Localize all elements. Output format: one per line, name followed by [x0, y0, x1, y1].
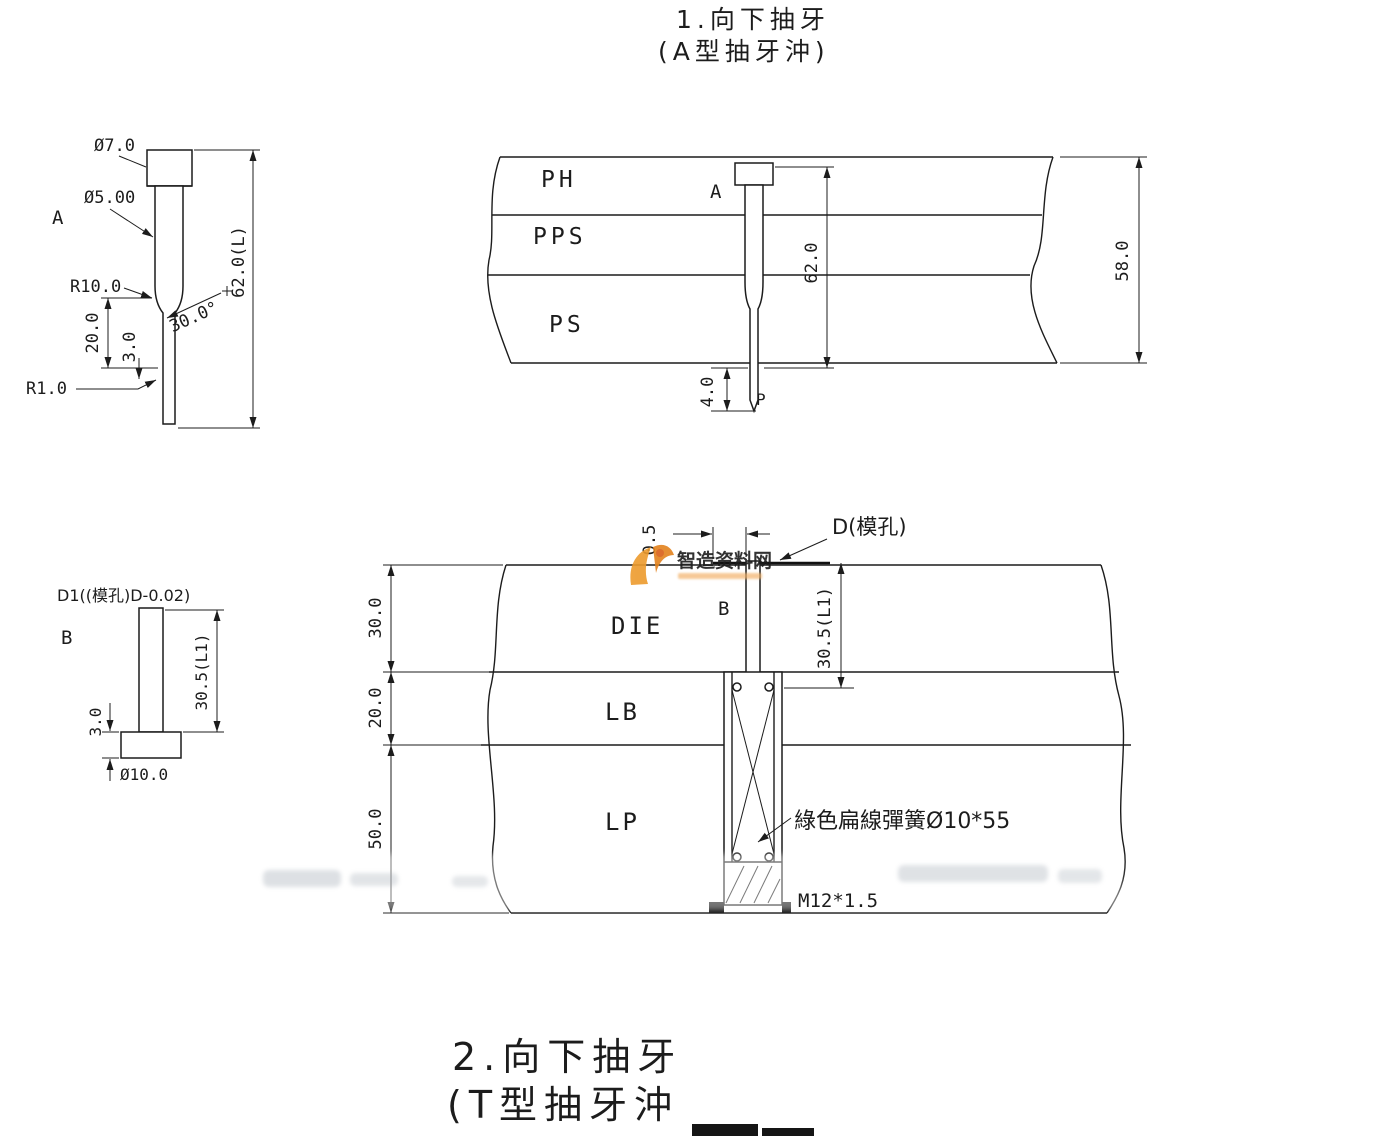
tip-p-label: P: [756, 390, 766, 409]
dim-shaft-dia-label: Ø5.00: [84, 188, 135, 208]
assembly-a: PH A PPS PS 62.0 4.0 P 58.0: [487, 156, 1147, 414]
dim-die-label: 30.0: [366, 598, 386, 639]
die-hole-note: D(模孔): [832, 515, 907, 539]
faded-watermark-band: [250, 854, 1122, 910]
section2-title: 2.向下抽牙 (T型抽牙沖: [447, 1035, 682, 1127]
assembly-a-right-break: [1030, 156, 1058, 364]
dim-b-flange-label: 3.0: [86, 708, 105, 737]
dim-protrusion-label: 4.0: [698, 377, 718, 408]
cropped-bottom-figure: [692, 1124, 814, 1136]
plate-ph-label: PH: [541, 167, 577, 193]
plate-pps-label: PPS: [533, 224, 587, 250]
thread-note: M12*1.5: [798, 890, 878, 912]
assembly-a-punch-head: [734, 162, 774, 186]
dim-fillet-label: R10.0: [70, 277, 121, 297]
dim-lp-label: 50.0: [366, 809, 386, 850]
dim-stack-label: 58.0: [1113, 241, 1133, 282]
punch-a-head: [146, 149, 193, 187]
dim-punch-62-label: 62.0: [802, 243, 822, 284]
plate-die-label: DIE: [611, 612, 663, 640]
section2-title-line2: (T型抽牙沖: [447, 1083, 679, 1127]
dim-neck-label: 20.0: [83, 313, 103, 354]
dim-tip-fillet-label: R1.0: [26, 379, 67, 399]
dim-length-label: 62.0(L): [229, 226, 249, 298]
plate-ps-label: PS: [549, 312, 585, 338]
punch-b-shaft: [138, 607, 164, 733]
plate-lb-label: LB: [605, 698, 640, 726]
assembly-a-punch-shaft: [744, 184, 764, 414]
plate-lp-label: LP: [605, 808, 640, 836]
punch-b-detail: D1((模孔)D-0.02) B 30.5(L1) 3.0 Ø10.0: [57, 586, 224, 784]
watermark-subtext-strip: [678, 573, 762, 579]
punch-a-view-label: A: [52, 207, 64, 229]
dim-b-punch-label: 30.5(L1): [815, 587, 835, 669]
watermark-brand: 智造资料网: [677, 549, 772, 572]
assembly-b-right-break: [1100, 564, 1126, 914]
spring-note: 綠色扁線彈簧Ø10*55: [794, 809, 1010, 834]
punch-b-view-label: B: [61, 627, 72, 649]
dim-b-dia-label: Ø10.0: [120, 765, 168, 784]
dim-step-label: 3.0: [120, 332, 140, 363]
punch-a-detail: Ø7.0 Ø5.00 A R10.0 62.0(L) 20.0 3.0 30.0…: [26, 136, 260, 429]
assembly-a-left-break: [487, 156, 512, 364]
section1-title: 1.向下抽牙 (A型抽牙沖): [658, 5, 830, 66]
punch-a-shaft: [154, 185, 184, 425]
assembly-b-punch-label: B: [718, 598, 729, 620]
punch-b-note: D1((模孔)D-0.02): [57, 586, 190, 605]
dim-head-dia-label: Ø7.0: [94, 136, 135, 156]
section1-title-line1: 1.向下抽牙: [676, 5, 830, 34]
punch-b-flange: [120, 731, 182, 759]
section1-title-line2: (A型抽牙沖): [658, 37, 830, 66]
dim-b-length-label: 30.5(L1): [192, 633, 211, 710]
watermark-logo: 智造资料网: [630, 544, 772, 585]
section2-title-line1: 2.向下抽牙: [452, 1035, 682, 1079]
assembly-a-punch-label: A: [710, 181, 722, 203]
dim-lb-label: 20.0: [366, 688, 386, 729]
watermark-book-icon: [630, 547, 651, 585]
